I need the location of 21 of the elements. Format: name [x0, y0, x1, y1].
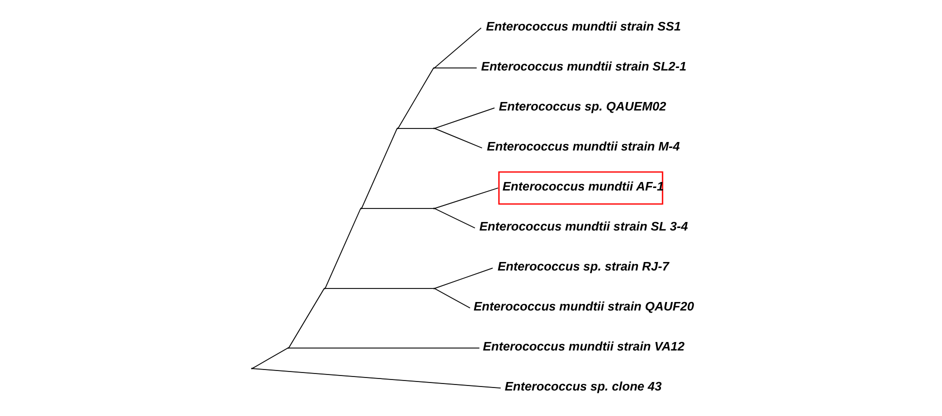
- node-point: [396, 128, 398, 130]
- connector: [288, 288, 324, 348]
- node-point: [286, 347, 288, 349]
- connector: [434, 128, 482, 148]
- node-text: Enterococcus mundtii strain SS1: [486, 19, 680, 34]
- node-text: Enterococcus mundtii strain SL 3-4: [478, 219, 688, 234]
- node-point: [323, 288, 325, 290]
- node-point: [432, 208, 434, 210]
- node-point: [432, 288, 434, 290]
- node-text: Enterococcus sp. strain RJ-7: [497, 259, 669, 274]
- node-point: [432, 67, 434, 69]
- node-text: Enterococcus mundtii strain QAUF20: [473, 299, 694, 314]
- node-point: [250, 368, 252, 370]
- node-text: Enterococcus mundtii strain M-4: [486, 139, 680, 154]
- node-text: Enterococcus sp. clone 43: [504, 379, 662, 394]
- node-text: Enterococcus sp. QAUEM02: [498, 99, 666, 114]
- node-text: Enterococcus mundtii strain SL2-1: [480, 59, 686, 74]
- connector: [434, 108, 494, 129]
- node-point: [360, 208, 362, 210]
- node-text: Enterococcus mundtii strain VA12: [482, 339, 684, 354]
- node-point: [432, 128, 434, 130]
